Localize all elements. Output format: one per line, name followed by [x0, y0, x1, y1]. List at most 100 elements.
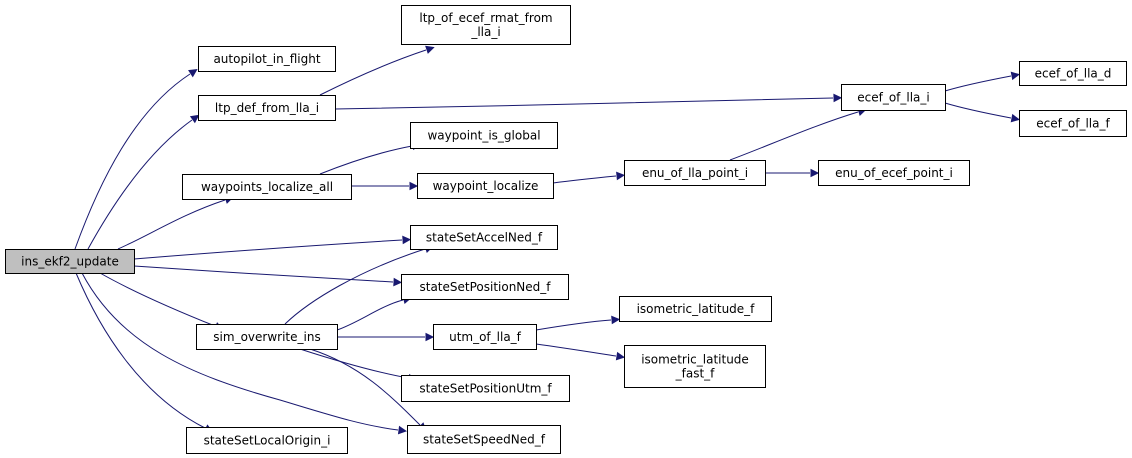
arrowhead-stateSetSpeedNed_f [397, 425, 408, 435]
edge-waypoints_localize_all-to-waypoint_is_global [319, 145, 413, 175]
edge-waypoint_localize-to-enu_of_lla_point_i [552, 175, 617, 184]
node-label: ltp_of_ecef_rmat_from [419, 11, 552, 25]
node-stateSetPositionUtm-f[interactable]: stateSetPositionUtm_f [401, 375, 570, 402]
node-label: waypoint_localize [433, 179, 539, 193]
arrowhead-enu_of_lla_point_i [616, 171, 626, 181]
arrowhead-stateSetPositionNed_f [393, 277, 403, 287]
edge-ins_ekf2_update-to-stateSetAccelNed_f [133, 239, 403, 260]
edge-ins_ekf2_update-to-ltp_def_from_lla_i [87, 119, 193, 250]
node-box [624, 345, 766, 388]
node-waypoint-localize[interactable]: waypoint_localize [417, 173, 554, 199]
edge-ltp_def_from_lla_i-to-ltp_of_ecef_rmat_from_lla_i [319, 49, 427, 96]
node-label: _fast_f [675, 367, 716, 381]
arrowhead-isometric_latitude_f [611, 315, 621, 325]
edge-ins_ekf2_update-to-stateSetLocalOrigin_i [75, 272, 206, 429]
node-label: waypoint_is_global [427, 129, 540, 143]
node-box [182, 174, 352, 200]
edge-sim_overwrite_ins-to-stateSetPositionNed_f [336, 299, 404, 331]
node-label: ecef_of_lla_i [857, 91, 930, 105]
node-box [401, 375, 570, 402]
arrowhead-utm_of_lla_f [425, 332, 435, 342]
node-label: isometric_latitude [641, 353, 749, 367]
node-label: ltp_def_from_lla_i [215, 101, 319, 115]
node-box [196, 324, 338, 350]
node-label: autopilot_in_flight [213, 52, 320, 66]
node-ltp-of-ecef-rmat-from-lla-i[interactable]: ltp_of_ecef_rmat_from_lla_i [401, 5, 571, 45]
edge-enu_of_lla_point_i-to-ecef_of_lla_i [729, 111, 859, 161]
node-ins-ekf2-update[interactable]: ins_ekf2_update [5, 249, 135, 274]
node-enu-of-ecef-point-i[interactable]: enu_of_ecef_point_i [818, 160, 970, 186]
node-box [410, 225, 558, 250]
edge-ins_ekf2_update-to-autopilot_in_flight [74, 73, 191, 250]
node-box [401, 5, 571, 45]
arrowhead-stateSetAccelNed_f [402, 235, 412, 245]
node-label: stateSetSpeedNed_f [423, 433, 546, 447]
node-box [407, 425, 561, 454]
node-box [841, 84, 946, 111]
node-box [198, 95, 336, 121]
node-utm-of-lla-f[interactable]: utm_of_lla_f [433, 324, 537, 350]
node-label: ecef_of_lla_d [1035, 67, 1112, 81]
node-box [1019, 61, 1127, 86]
node-stateSetLocalOrigin-i[interactable]: stateSetLocalOrigin_i [186, 427, 348, 454]
node-stateSetSpeedNed-f[interactable]: stateSetSpeedNed_f [407, 425, 561, 454]
edge-ins_ekf2_update-to-waypoints_localize_all [117, 199, 226, 250]
node-box [401, 274, 569, 300]
nodes-layer: ins_ekf2_update autopilot_in_flight ltp_de… [5, 5, 1127, 454]
edge-sim_overwrite_ins-to-stateSetAccelNed_f [284, 248, 426, 325]
arrowhead-waypoint_localize [409, 181, 419, 191]
node-label: stateSetAccelNed_f [426, 231, 543, 245]
node-label: enu_of_lla_point_i [642, 166, 748, 180]
node-label: ins_ekf2_update [21, 255, 119, 269]
edge-ecef_of_lla_i-to-ecef_of_lla_f [944, 102, 1012, 119]
node-ecef-of-lla-i[interactable]: ecef_of_lla_i [841, 84, 946, 111]
node-ecef-of-lla-f[interactable]: ecef_of_lla_f [1019, 110, 1127, 137]
arrowhead-ltp_def_from_lla_i [189, 114, 200, 124]
node-box [433, 324, 537, 350]
edge-ins_ekf2_update-to-stateSetSpeedNed_f [81, 272, 399, 431]
node-enu-of-lla-point-i[interactable]: enu_of_lla_point_i [624, 160, 766, 186]
node-sim-overwrite-ins[interactable]: sim_overwrite_ins [196, 324, 338, 350]
node-label: stateSetLocalOrigin_i [204, 434, 331, 448]
edge-utm_of_lla_f-to-isometric_latitude_f [535, 319, 612, 331]
node-label: sim_overwrite_ins [213, 330, 320, 344]
node-ltp-def-from-lla-i[interactable]: ltp_def_from_lla_i [198, 95, 336, 121]
node-label: _lla_i [470, 25, 500, 39]
edge-ins_ekf2_update-to-stateSetPositionNed_f [133, 265, 394, 283]
arrowhead-enu_of_ecef_point_i [810, 168, 820, 178]
node-label: stateSetPositionUtm_f [419, 382, 552, 396]
arrowhead-ecef_of_lla_d [1010, 71, 1020, 81]
arrowhead-ecef_of_lla_i [833, 93, 843, 103]
node-waypoint-is-global[interactable]: waypoint_is_global [410, 122, 558, 149]
node-box [1019, 110, 1127, 137]
node-box [624, 160, 766, 186]
node-box [186, 427, 348, 454]
node-box [619, 296, 772, 322]
node-ecef-of-lla-d[interactable]: ecef_of_lla_d [1019, 61, 1127, 86]
node-box [417, 173, 554, 199]
arrowhead-isometric_latitude_fast_f [615, 351, 626, 361]
node-waypoints-localize-all[interactable]: waypoints_localize_all [182, 174, 352, 200]
edge-ins_ekf2_update-to-sim_overwrite_ins [99, 272, 216, 327]
node-stateSetAccelNed-f[interactable]: stateSetAccelNed_f [410, 225, 558, 250]
edge-ltp_def_from_lla_i-to-ecef_of_lla_i [334, 97, 834, 110]
node-label: utm_of_lla_f [449, 330, 522, 344]
node-box [818, 160, 970, 186]
arrowhead-ecef_of_lla_f [1010, 113, 1020, 123]
node-label: isometric_latitude_f [637, 302, 756, 316]
node-label: stateSetPositionNed_f [419, 280, 551, 294]
node-isometric-latitude-fast-f[interactable]: isometric_latitude_fast_f [624, 345, 766, 388]
node-box [5, 249, 135, 274]
node-box [410, 122, 558, 149]
edge-ecef_of_lla_i-to-ecef_of_lla_d [944, 75, 1012, 92]
node-label: enu_of_ecef_point_i [835, 166, 953, 180]
node-autopilot-in-flight[interactable]: autopilot_in_flight [198, 46, 336, 72]
node-stateSetPositionNed-f[interactable]: stateSetPositionNed_f [401, 274, 569, 300]
edge-sim_overwrite_ins-to-stateSetPositionUtm_f [299, 348, 409, 379]
node-isometric-latitude-f[interactable]: isometric_latitude_f [619, 296, 772, 322]
edge-sim_overwrite_ins-to-stateSetSpeedNed_f [309, 348, 421, 426]
node-label: ecef_of_lla_f [1036, 117, 1110, 131]
node-box [198, 46, 336, 72]
arrowhead-ltp_of_ecef_rmat_from_lla_i [425, 45, 435, 54]
